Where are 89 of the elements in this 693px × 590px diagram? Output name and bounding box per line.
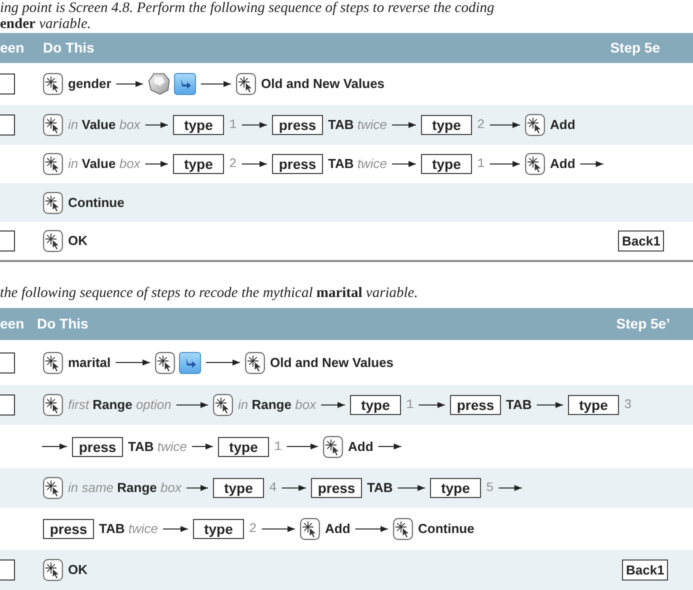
command-box: type [193,519,244,539]
step-text: gender [68,75,112,94]
reference-box: Back1 [618,230,664,252]
step-text: Old and New Values [270,354,394,372]
column-heading: een [0,38,24,58]
command-box: press [311,478,362,498]
arrow [242,122,267,128]
key-text: TAB [367,479,393,498]
arrow [490,161,520,167]
arrow [163,526,188,532]
column-heading: Do This [37,314,88,334]
arrow [282,485,306,491]
arrow [398,485,425,491]
command-box: press [272,154,323,174]
step-text: OK [68,232,88,250]
instruction-text: the following sequence of steps to recode the mythical marital variable. [0,285,419,301]
value-text: 2 [249,520,257,538]
command-box: press [43,519,94,539]
arrow [145,161,168,167]
key-text: TAB [506,396,532,414]
arrow [206,360,240,366]
command-box: type [218,436,269,456]
table-header-bar [0,308,693,340]
value-text: 2 [477,116,485,134]
arrow [418,402,445,408]
arrow [42,444,67,450]
arrow [378,444,402,450]
arrow [116,81,143,87]
command-box: type [173,115,224,135]
command-box: type [421,115,472,135]
arrow [321,402,345,408]
key-text: TAB twice [328,116,388,134]
command-box: press [72,436,123,456]
arrow [116,360,150,366]
key-text: TAB twice [128,438,188,456]
step-text: in same Range box [68,479,182,498]
command-box: type [430,478,481,498]
value-text: 1 [274,438,282,456]
column-heading: een [0,314,24,334]
value-text: 1 [406,396,414,414]
command-box: type [213,478,264,498]
column-heading: Step 5e’ [616,314,670,334]
column-heading: Step 5e [610,38,660,58]
arrow [580,161,604,167]
arrow [355,526,388,532]
command-box: type [568,395,619,415]
step-text: marital [68,354,111,372]
arrow [286,444,318,450]
command-box: type [421,154,472,174]
step-text: Add [550,155,576,174]
arrow [201,81,231,87]
key-text: TAB twice [328,155,388,174]
value-text: 2 [229,155,237,174]
arrow [490,122,520,128]
value-text: 3 [624,396,632,414]
step-text: in Value box [68,116,140,134]
step-text: Continue [68,194,124,212]
step-text: Add [348,438,374,456]
column-heading: Do This [43,38,94,58]
arrow [392,122,416,128]
table-header-bar [0,33,693,63]
reference-box: Back1 [622,560,668,580]
value-text: 1 [229,116,237,134]
step-text: OK [68,561,88,580]
command-box: type [173,154,224,174]
step-text: in Range box [238,396,316,414]
arrow [192,444,213,450]
step-text: Continue [418,520,474,538]
arrow [176,402,208,408]
arrow [498,485,522,491]
value-text: 5 [486,479,494,498]
value-text: 4 [269,479,277,498]
step-text: Old and New Values [261,75,385,94]
arrow [262,526,295,532]
arrow [186,485,208,491]
arrow [536,402,563,408]
value-text: 1 [477,155,485,174]
step-text: in Value box [68,155,140,174]
step-text: Add [550,116,576,134]
step-text: Add [325,520,350,538]
command-box: type [350,395,401,415]
instruction-text: ing point is Screen 4.8. Perform the following sequence of steps to reverse the coding ender variable. [0,0,496,32]
arrow [392,161,416,167]
arrow [242,161,267,167]
key-text: TAB twice [99,520,158,538]
command-box: press [272,115,323,135]
arrow [145,122,168,128]
command-box: press [450,395,501,415]
step-text: first Range option [68,396,172,414]
